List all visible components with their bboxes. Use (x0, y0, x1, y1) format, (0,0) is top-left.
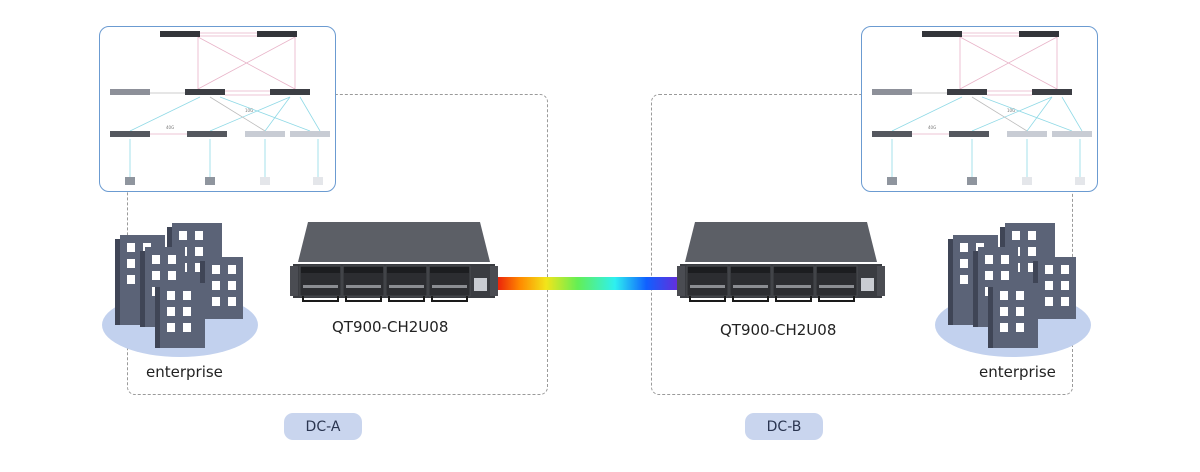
dc-b-badge: DC-B (745, 413, 823, 440)
dc-a-topology-inset: 40G 10G (99, 26, 336, 192)
line-card-slot (385, 265, 428, 302)
line-card-slot (729, 265, 772, 302)
rack-ear-right (877, 266, 885, 296)
building-block (155, 283, 205, 348)
line-card-slot (772, 265, 815, 302)
endpoint-device-icon (205, 177, 215, 185)
line-card-slot (299, 265, 342, 302)
access-switch-icon (187, 131, 227, 137)
line-card-slot (342, 265, 385, 302)
link-label-40g: 40G (166, 125, 174, 130)
aggregation-switch-icon (1032, 89, 1072, 95)
access-switch-icon (1007, 131, 1047, 137)
topology-link (129, 96, 201, 132)
aggregation-switch-icon (872, 89, 912, 95)
aggregation-switch-icon (185, 89, 225, 95)
ethernet-ports (861, 278, 874, 291)
rack-ear-right (490, 266, 498, 296)
rack-ear-left (290, 266, 298, 296)
topology-link (219, 96, 311, 132)
topology-link (197, 36, 296, 90)
endpoint-device-icon (1022, 177, 1032, 185)
fiber-link-cable (494, 277, 680, 290)
building-block (200, 257, 243, 319)
access-switch-icon (245, 131, 285, 137)
ethernet-ports (474, 278, 487, 291)
dc-a-chassis-device (290, 222, 498, 302)
dc-b-enterprise-building-icon (935, 223, 1091, 357)
topology-link (891, 96, 963, 132)
core-switch-icon (160, 31, 200, 37)
endpoint-device-icon (967, 177, 977, 185)
building-block (1033, 257, 1076, 319)
topology-link (1026, 96, 1053, 132)
dc-b-device-model: QT900-CH2U08 (720, 321, 837, 339)
chassis-top (298, 222, 490, 262)
endpoint-device-icon (125, 177, 135, 185)
chassis-top (685, 222, 877, 262)
dc-b-enterprise-label: enterprise (979, 363, 1056, 381)
dc-a-device-model: QT900-CH2U08 (332, 318, 449, 336)
link-label-40g: 40G (928, 125, 936, 130)
rack-ear-left (677, 266, 685, 296)
dc-b-topology-inset: 40G 10G (861, 26, 1098, 192)
topology-link (264, 96, 291, 132)
endpoint-device-icon (260, 177, 270, 185)
topology-link (209, 96, 291, 132)
topology-diagram: 40G 10G (872, 31, 1092, 185)
access-switch-icon (949, 131, 989, 137)
dc-a-enterprise-building-icon (102, 223, 258, 357)
endpoint-device-icon (1075, 177, 1085, 185)
aggregation-switch-icon (947, 89, 987, 95)
topology-link (1061, 96, 1083, 132)
aggregation-switch-icon (270, 89, 310, 95)
building-block (988, 283, 1038, 348)
topology-link (299, 96, 321, 132)
topology-link (209, 96, 266, 132)
access-switch-icon (1052, 131, 1092, 137)
line-card-slot (428, 265, 471, 302)
core-switch-icon (257, 31, 297, 37)
endpoint-device-icon (313, 177, 323, 185)
line-card-slot (686, 265, 729, 302)
core-switch-icon (1019, 31, 1059, 37)
endpoint-device-icon (887, 177, 897, 185)
dc-b-chassis-device (677, 222, 885, 302)
topology-link (971, 96, 1028, 132)
topology-diagram: 40G 10G (110, 31, 330, 185)
aggregation-switch-icon (110, 89, 150, 95)
access-switch-icon (110, 131, 150, 137)
line-card-slot (815, 265, 858, 302)
link-label-10g: 10G (1007, 108, 1015, 113)
dc-a-enterprise-label: enterprise (146, 363, 223, 381)
dc-a-badge: DC-A (284, 413, 362, 440)
core-switch-icon (922, 31, 962, 37)
topology-link (971, 96, 1053, 132)
topology-link (959, 36, 1058, 90)
topology-link (981, 96, 1073, 132)
link-label-10g: 10G (245, 108, 253, 113)
access-switch-icon (872, 131, 912, 137)
access-switch-icon (290, 131, 330, 137)
